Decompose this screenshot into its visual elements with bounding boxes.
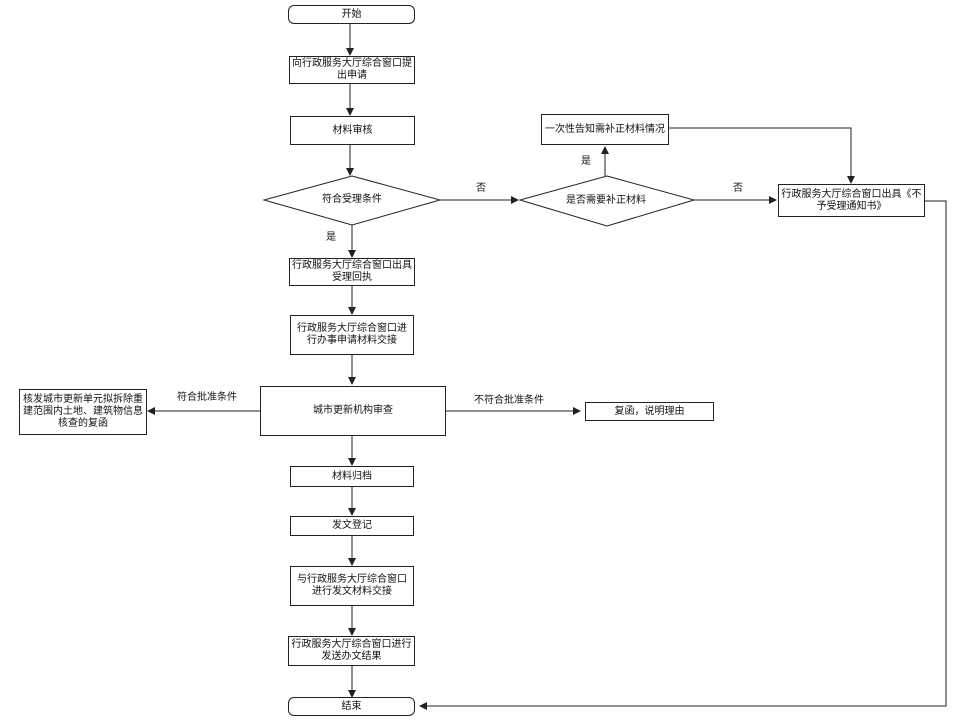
edge-reject-end <box>419 200 947 710</box>
check-conditions-node: 符合受理条件 <box>322 194 382 205</box>
notify-supplement-node: 一次性告知需补正材料情况 <box>541 114 669 145</box>
review-node: 材料审核 <box>290 116 415 145</box>
approve-reply-node: 核发城市更新单元拟拆除重建范围内土地、建筑物信息核查的复函 <box>19 389 147 435</box>
label-meets-conditions: 符合批准条件 <box>177 392 237 403</box>
start-node: 开始 <box>288 5 415 24</box>
dispatch-node: 发文登记 <box>290 516 414 536</box>
need-supplement-node: 是否需要补正材料 <box>566 195 646 206</box>
doc-handover-node: 与行政服务大厅综合窗口进行发文材料交接 <box>290 566 414 606</box>
agency-review-node: 城市更新机构审查 <box>260 386 446 436</box>
label-not-meets-conditions: 不符合批准条件 <box>474 395 544 406</box>
archive-node: 材料归档 <box>290 466 414 487</box>
reject-reply-node: 复函，说明理由 <box>585 402 714 421</box>
end-node: 结束 <box>288 697 415 716</box>
handover-node: 行政服务大厅综合窗口进行办事申请材料交接 <box>290 315 414 355</box>
apply-node: 向行政服务大厅综合窗口提出申请 <box>289 56 415 84</box>
not-accepted-node: 行政服务大厅综合窗口出具《不予受理通知书》 <box>778 184 925 217</box>
label-yes-supplement: 是 <box>581 156 591 167</box>
receipt-node: 行政服务大厅综合窗口出具受理回执 <box>289 258 415 286</box>
edge-notify-reject <box>669 127 855 184</box>
label-yes-accept: 是 <box>326 232 336 243</box>
label-no-accept: 否 <box>476 183 486 194</box>
send-result-node: 行政服务大厅综合窗口进行发送办文结果 <box>288 636 415 666</box>
decision-diamond-conditions <box>262 175 442 226</box>
label-no-supplement: 否 <box>733 183 743 194</box>
decision-diamond-supplement <box>518 175 696 227</box>
